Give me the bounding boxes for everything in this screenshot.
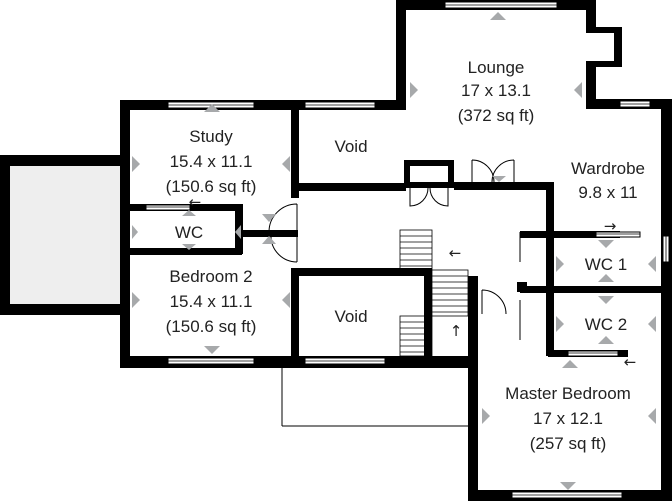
window-bedroom2-bottom <box>167 357 255 365</box>
room-study: Study 15.4 x 11.1 (150.6 sq ft) <box>166 127 257 196</box>
window-lounge-top <box>444 1 558 9</box>
room-wc-name: WC <box>175 223 203 242</box>
arrow-right-icon: → <box>604 217 617 235</box>
window-wc1-top <box>595 231 641 238</box>
window-wardrobe-right <box>662 235 670 263</box>
room-void-lower-name: Void <box>334 307 367 326</box>
room-lounge-area: (372 sq ft) <box>458 106 535 125</box>
arrow-up-icon: ↑ <box>450 322 463 340</box>
direction-arrows: ← ← ↑ → ← <box>189 193 637 371</box>
window-void-bottom <box>304 357 386 365</box>
room-master: Master Bedroom 17 x 12.1 (257 sq ft) <box>505 384 631 453</box>
room-bedroom2: Bedroom 2 15.4 x 11.1 (150.6 sq ft) <box>166 267 257 336</box>
room-bedroom2-area: (150.6 sq ft) <box>166 317 257 336</box>
thin-lines <box>281 232 521 427</box>
room-bedroom2-name: Bedroom 2 <box>169 267 252 286</box>
room-study-area: (150.6 sq ft) <box>166 177 257 196</box>
room-lounge-dims: 17 x 13.1 <box>461 81 531 100</box>
room-lounge-name: Lounge <box>468 58 525 77</box>
arrow-left-icon: ← <box>449 244 462 262</box>
window-wc2-bottom <box>567 350 619 357</box>
room-wardrobe: Wardrobe 9.8 x 11 <box>571 159 645 202</box>
room-void-upper-name: Void <box>334 137 367 156</box>
room-bedroom2-dims: 15.4 x 11.1 <box>170 292 253 311</box>
room-wardrobe-dims: 9.8 x 11 <box>578 183 637 202</box>
window-wc-side <box>145 204 191 211</box>
room-study-dims: 15.4 x 11.1 <box>170 152 253 171</box>
room-wardrobe-name: Wardrobe <box>571 159 645 178</box>
room-labels: Lounge 17 x 13.1 (372 sq ft) Study 15.4 … <box>166 58 645 453</box>
window-right-top <box>619 100 651 108</box>
staircase <box>399 229 469 357</box>
room-master-area: (257 sq ft) <box>530 434 607 453</box>
balcony <box>0 155 120 315</box>
room-study-name: Study <box>189 127 233 146</box>
window-void-top <box>304 101 376 109</box>
room-wc1-name: WC 1 <box>585 255 628 274</box>
dimension-markers <box>132 12 656 490</box>
arrow-left-icon: ← <box>624 353 637 371</box>
room-master-dims: 17 x 12.1 <box>533 409 603 428</box>
arrow-left-icon: ← <box>189 193 202 211</box>
room-wc2-name: WC 2 <box>585 315 628 334</box>
room-lounge: Lounge 17 x 13.1 (372 sq ft) <box>458 58 535 125</box>
window-master-bottom <box>511 491 623 499</box>
room-master-name: Master Bedroom <box>505 384 631 403</box>
